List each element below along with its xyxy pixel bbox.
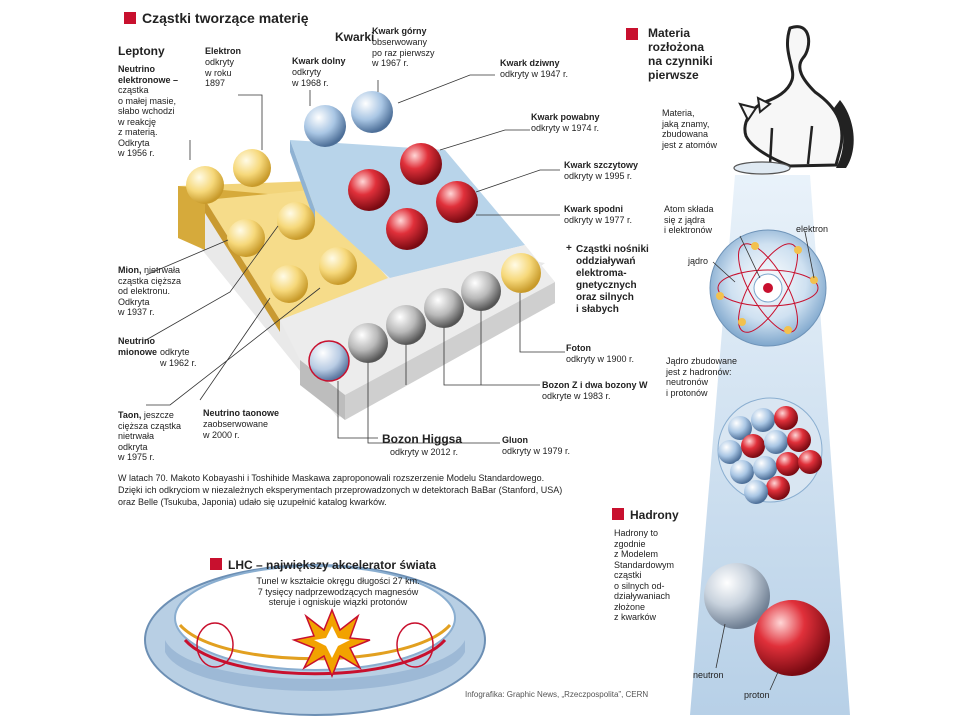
proton-sphere [754,600,830,676]
heading-lhc: LHC – największy akcelerator świata [210,558,436,572]
cat-illustration [733,25,854,175]
lepton-tau [270,265,308,303]
plus-marker: + [566,243,572,254]
boson-photon [501,253,541,293]
label-materia-desc: Materia, jaką znamy, zbudowana jest z at… [662,108,718,150]
label-kwark-powabny-name: Kwark powabny [531,112,600,122]
heading-hadrony: Hadrony [612,508,679,522]
label-neutron: neutron [693,670,724,680]
materia-marker [626,28,638,40]
label-bozony-desc: odkryte w 1983 r. [542,391,611,401]
lepton-electron [233,149,271,187]
heading-materia: Materia rozłożona na czynniki pierwsze [626,26,713,82]
label-kwark-dziwny-desc: odkryty w 1947 r. [500,69,569,79]
leader-lines [145,74,565,444]
label-hadrony-desc: Hadrony to zgodnie z Modelem Standardowy… [614,528,675,622]
main-title-text: Cząstki tworzące materię [142,10,309,26]
atom-illustration [709,229,827,347]
history-paragraph: W latach 70. Makoto Kobayashi i Toshihid… [118,473,563,507]
main-title: Cząstki tworzące materię [124,10,309,26]
label-lhc-desc: Tunel w kształcie okręgu długości 27 km.… [256,576,420,607]
label-kwark-spodni-desc: odkryty w 1977 r. [564,215,633,225]
label-foton-name: Foton [566,343,591,353]
atom-leader-lines [712,231,815,283]
label-neutrino-elektronowe-desc: cząstka o małej masie, słabo wchodzi w r… [118,85,177,158]
quark-down [304,105,346,147]
label-kwark-dolny-name: Kwark dolny [292,56,346,66]
label-taon: Taon, jeszcze cięższa cząstka nietrwała … [118,410,181,463]
credit-line: Infografika: Graphic News, „Rzeczpospoli… [465,690,649,699]
label-elektron-name: Elektron [205,46,242,56]
label-kwark-powabny-desc: odkryty w 1974 r. [531,123,600,133]
nucleus-illustration [717,397,823,504]
label-elektron-atom: elektron [796,224,829,234]
label-mion: Mion, nietrwała cząstka cięższa od elekt… [118,265,181,318]
label-gluon-desc: odkryty w 1979 r. [502,446,571,456]
label-neutrino-elektronowe-name: Neutrino elektronowe – [118,64,179,85]
label-taon-desc: jeszcze cięższa cząstka nietrwała odkryt… [118,410,182,462]
cat-bowl [733,161,791,175]
label-taon-name: Taon, [118,410,142,420]
label-bozon-higgsa-desc: odkryty w 2012 r. [390,447,459,457]
boson-w2 [461,271,501,311]
boson-gluon [348,323,388,363]
lepton-tau-neutrino [319,247,357,285]
label-kwark-gorny-desc: obserwowany po raz pierwszy w 1967 r. [372,37,435,68]
label-neutrino-taonowe-desc: zaobserwowane w 2000 r. [203,419,269,440]
label-mion-name: Mion, [118,265,142,275]
label-kwark-szczytowy-name: Kwark szczytowy [564,160,639,170]
label-kwark-szczytowy-desc: odkryty w 1995 r. [564,171,633,181]
boson-higgs [308,340,350,382]
heading-bozon-higgsa: Bozon Higgsa [382,432,462,446]
lepton-electron-neutrino [186,166,224,204]
heading-lhc-text: LHC – największy akcelerator świata [228,558,437,572]
heading-kwarki: Kwarki [335,30,375,44]
lepton-muon-neutrino [277,202,315,240]
heading-hadrony-text: Hadrony [630,508,679,522]
label-kwark-gorny-name: Kwark górny [372,26,427,36]
quark-up [351,91,393,133]
label-proton: proton [744,690,770,700]
quark-top [436,181,478,223]
title-marker [124,12,136,24]
quark-strange [348,169,390,211]
label-atom-desc: Atom składa się z jądra i elektronów [664,204,714,235]
hadrony-marker [612,508,624,520]
hadron-leader-lines [715,623,779,691]
lhc-marker [210,558,222,570]
label-kwark-dziwny-name: Kwark dziwny [500,58,560,68]
label-neutrino-mionowe-desc: odkryte w 1962 r. [160,347,197,368]
boson-z [386,305,426,345]
heading-nosniki: Cząstki nośniki oddziaływań elektroma- g… [576,244,649,315]
label-elektron-desc: odkryty w roku 1897 [205,57,235,88]
label-bozony-name: Bozon Z i dwa bozony W [542,380,648,390]
boson-w1 [424,288,464,328]
label-gluon-name: Gluon [502,435,528,445]
label-neutrino-taonowe-name: Neutrino taonowe [203,408,279,418]
label-mion-desc: nietrwała cząstka cięższa od elektronu. … [118,265,182,317]
quark-charm [400,143,442,185]
neutron-sphere [704,563,770,629]
label-jadro: jądro [688,256,709,266]
label-kwark-dolny-desc: odkryty w 1968 r. [292,67,329,88]
lepton-muon [227,219,265,257]
label-jadro-desc: Jądro zbudowane jest z hadronów: neutron… [666,356,738,398]
lhc-ring [144,564,486,716]
label-kwark-spodni-name: Kwark spodni [564,204,624,214]
heading-leptony: Leptony [118,44,165,58]
quark-bottom [386,208,428,250]
heading-materia-text: Materia rozłożona na czynniki pierwsze [648,26,713,82]
label-neutrino-mionowe-name: Neutrino mionowe [118,336,158,357]
label-foton-desc: odkryty w 1900 r. [566,354,635,364]
